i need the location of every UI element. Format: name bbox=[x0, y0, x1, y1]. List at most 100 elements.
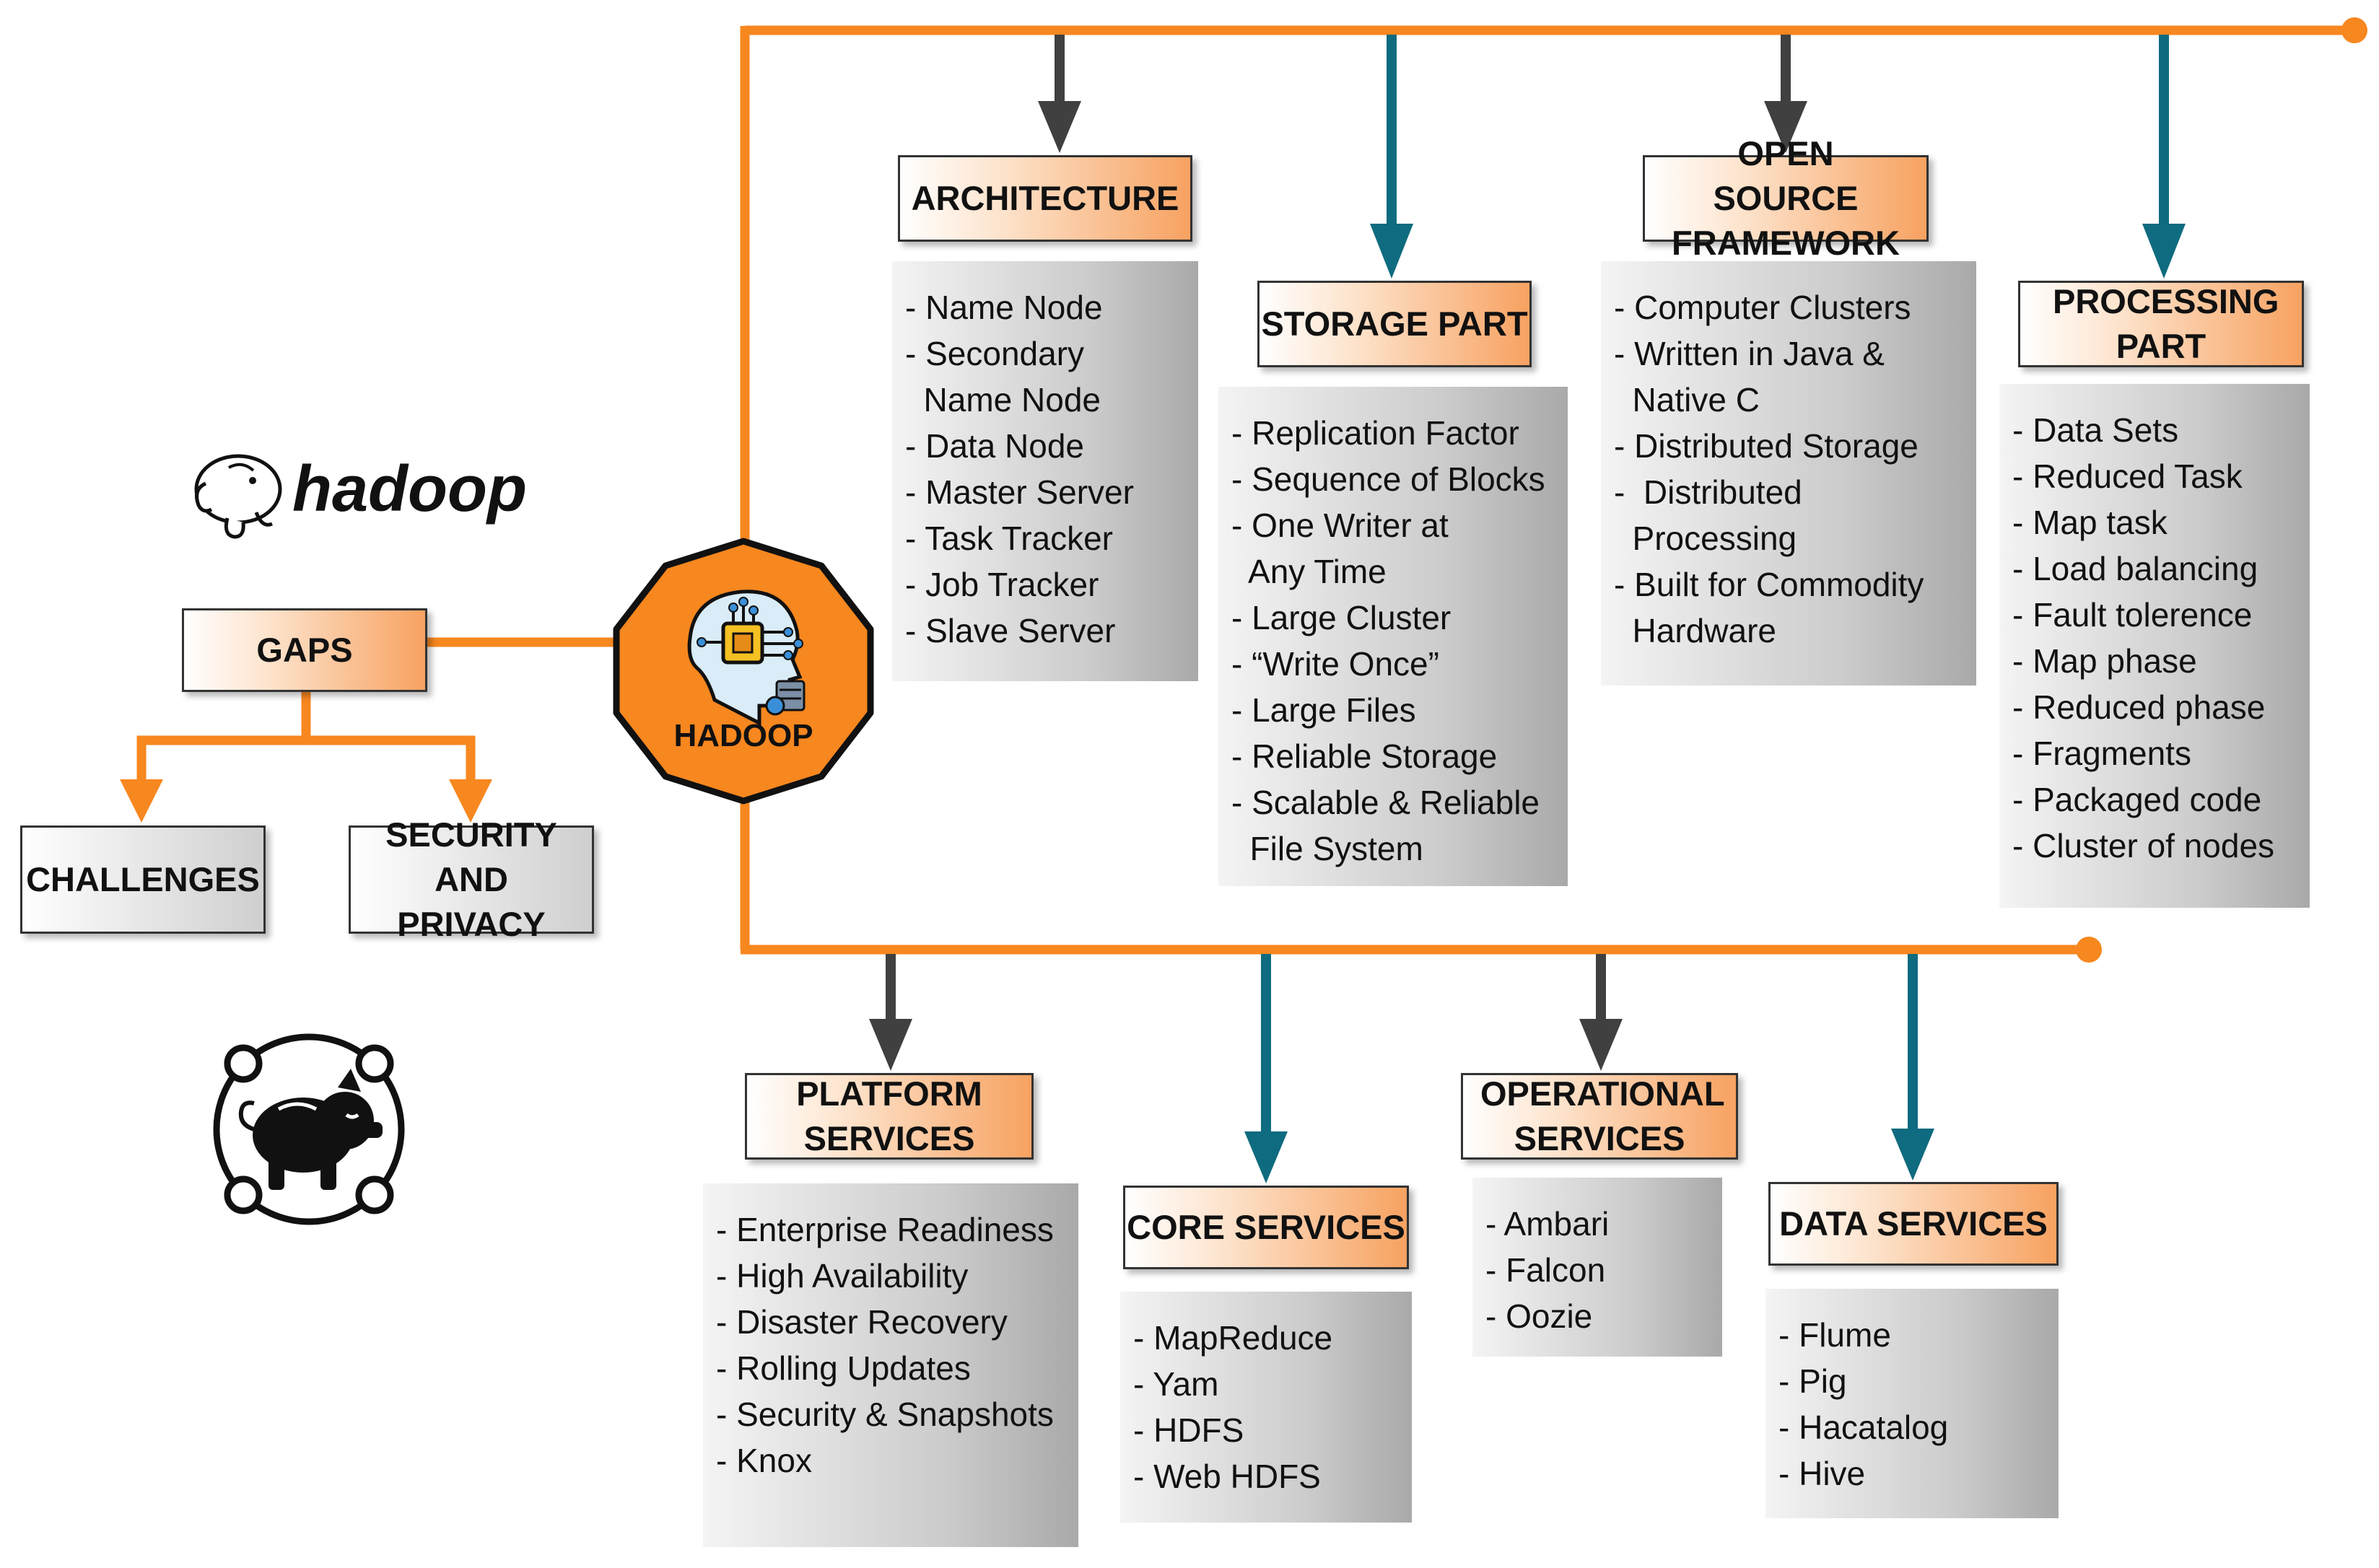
hadoop-center-label: HADOOP bbox=[673, 718, 813, 753]
list-item: - Map task bbox=[2012, 504, 2168, 541]
gaps-label: GAPS bbox=[256, 631, 353, 669]
data-services-title: DATA SERVICES bbox=[1779, 1204, 2048, 1243]
logo-text: hadoop bbox=[292, 453, 527, 525]
list-item: - Knox bbox=[716, 1442, 812, 1479]
architecture-header[interactable]: ARCHITECTURE bbox=[898, 155, 1192, 242]
elephant-icon: hadoop bbox=[194, 453, 527, 539]
hadoop-center-node[interactable] bbox=[606, 534, 881, 808]
list-item: - Security & Snapshots bbox=[716, 1396, 1054, 1433]
list-item: File System bbox=[1231, 830, 1423, 867]
platform-services-title: PLATFORM SERVICES bbox=[796, 1074, 982, 1157]
list-item: - Distributed Storage bbox=[1614, 427, 1919, 465]
list-item: - “Write Once” bbox=[1231, 645, 1439, 683]
list-item: - Data Node bbox=[905, 427, 1085, 465]
list-item: - Distributed bbox=[1614, 473, 1802, 511]
data-services-header[interactable]: DATA SERVICES bbox=[1768, 1182, 2059, 1266]
list-item: - Computer Clusters bbox=[1614, 289, 1911, 326]
architecture-title: ARCHITECTURE bbox=[911, 179, 1179, 217]
list-item: - High Availability bbox=[716, 1257, 969, 1295]
list-item: - Replication Factor bbox=[1231, 414, 1519, 452]
list-item: - Scalable & Reliable bbox=[1231, 784, 1540, 821]
list-item: - Oozie bbox=[1485, 1297, 1593, 1335]
challenges-label: CHALLENGES bbox=[26, 860, 260, 898]
core-services-list: - MapReduce - Yam - HDFS - Web HDFS bbox=[1120, 1292, 1412, 1523]
list-item: - Reduced phase bbox=[2012, 688, 2266, 726]
platform-services-list: - Enterprise Readiness - High Availabili… bbox=[703, 1183, 1078, 1547]
list-item: - Cluster of nodes bbox=[2012, 827, 2275, 864]
list-item: - Built for Commodity bbox=[1614, 566, 1924, 603]
list-item: - Yam bbox=[1133, 1365, 1219, 1403]
list-item: - Data Sets bbox=[2012, 411, 2179, 449]
list-item: - Pig bbox=[1778, 1362, 1847, 1400]
list-item: - Load balancing bbox=[2012, 550, 2258, 587]
architecture-list: - Name Node - Secondary Name Node - Data… bbox=[892, 261, 1198, 681]
open-source-framework-title: OPEN SOURCE FRAMEWORK bbox=[1672, 134, 1900, 262]
list-item: - Reliable Storage bbox=[1231, 737, 1498, 775]
list-item: - Web HDFS bbox=[1133, 1458, 1321, 1495]
data-arrow-head bbox=[1891, 1129, 1934, 1181]
list-item: - One Writer at bbox=[1231, 507, 1449, 544]
open-source-framework-list: - Computer Clusters - Written in Java & … bbox=[1601, 261, 1976, 686]
platform-arrow-head bbox=[869, 1019, 912, 1071]
list-item: - Disaster Recovery bbox=[716, 1303, 1008, 1341]
operational-services-list: - Ambari - Falcon - Oozie bbox=[1472, 1178, 1722, 1357]
operational-services-header[interactable]: OPERATIONAL SERVICES bbox=[1461, 1073, 1738, 1160]
architecture-arrow-head bbox=[1038, 101, 1081, 153]
pig-icon bbox=[213, 1033, 405, 1225]
list-item: - Hive bbox=[1778, 1455, 1866, 1492]
list-item: - Ambari bbox=[1485, 1205, 1610, 1243]
list-item: - Flume bbox=[1778, 1316, 1891, 1354]
storage-part-header[interactable]: STORAGE PART bbox=[1257, 281, 1532, 367]
list-item: - Fragments bbox=[2012, 735, 2191, 772]
list-item: Any Time bbox=[1231, 553, 1387, 590]
opensource-arrow-head bbox=[1764, 101, 1807, 153]
operational-arrow-head bbox=[1579, 1019, 1623, 1071]
list-item: - Master Server bbox=[905, 473, 1134, 511]
list-item: - Sequence of Blocks bbox=[1231, 460, 1545, 498]
list-item: - Map phase bbox=[2012, 642, 2197, 680]
list-item: Hardware bbox=[1614, 612, 1776, 649]
open-source-framework-header[interactable]: OPEN SOURCE FRAMEWORK bbox=[1643, 134, 1929, 262]
list-item: - Fault tolerence bbox=[2012, 596, 2253, 634]
list-item: - Rolling Updates bbox=[716, 1349, 971, 1387]
list-item: - MapReduce bbox=[1133, 1319, 1333, 1357]
list-item: - Large Cluster bbox=[1231, 599, 1452, 636]
processing-part-header[interactable]: PROCESSING PART bbox=[2018, 281, 2304, 367]
challenges-arrow-head bbox=[120, 779, 163, 823]
challenges-box[interactable]: CHALLENGES bbox=[20, 825, 266, 934]
list-item: Processing bbox=[1614, 520, 1797, 557]
security-privacy-box[interactable]: SECURITY AND PRIVACY bbox=[349, 815, 594, 943]
list-item: Name Node bbox=[905, 381, 1101, 419]
core-services-title: CORE SERVICES bbox=[1127, 1208, 1405, 1246]
list-item: - Job Tracker bbox=[905, 566, 1099, 603]
list-item: - Falcon bbox=[1485, 1251, 1606, 1289]
list-item: Native C bbox=[1614, 381, 1760, 419]
processing-part-title: PROCESSING PART bbox=[2053, 282, 2279, 365]
core-services-header[interactable]: CORE SERVICES bbox=[1123, 1186, 1409, 1269]
processing-arrow-head bbox=[2142, 224, 2186, 279]
processing-part-list: - Data Sets - Reduced Task - Map task - … bbox=[1999, 384, 2310, 908]
storage-part-list: - Replication Factor - Sequence of Block… bbox=[1218, 387, 1568, 886]
list-item: - Large Files bbox=[1231, 691, 1416, 729]
list-item: - Written in Java & bbox=[1614, 335, 1885, 372]
bottom-spine-end-dot bbox=[2076, 937, 2102, 963]
list-item: - Packaged code bbox=[2012, 781, 2262, 818]
storage-arrow-head bbox=[1370, 224, 1413, 279]
list-item: - Reduced Task bbox=[2012, 457, 2243, 495]
list-item: - Enterprise Readiness bbox=[716, 1211, 1054, 1248]
list-item: - HDFS bbox=[1133, 1411, 1244, 1449]
core-arrow-head bbox=[1244, 1131, 1288, 1183]
list-item: - Slave Server bbox=[905, 612, 1116, 649]
security-privacy-label: SECURITY AND PRIVACY bbox=[385, 815, 557, 943]
list-item: - Hacatalog bbox=[1778, 1409, 1949, 1446]
platform-services-header[interactable]: PLATFORM SERVICES bbox=[745, 1073, 1034, 1160]
storage-part-title: STORAGE PART bbox=[1261, 305, 1528, 343]
operational-services-title: OPERATIONAL SERVICES bbox=[1480, 1074, 1725, 1157]
list-item: - Name Node bbox=[905, 289, 1103, 326]
list-item: - Task Tracker bbox=[905, 520, 1113, 557]
security-arrow-head bbox=[449, 779, 492, 823]
list-item: - Secondary bbox=[905, 335, 1085, 372]
gaps-box[interactable]: GAPS bbox=[182, 608, 427, 692]
data-services-list: - Flume - Pig - Hacatalog - Hive bbox=[1765, 1289, 2059, 1518]
